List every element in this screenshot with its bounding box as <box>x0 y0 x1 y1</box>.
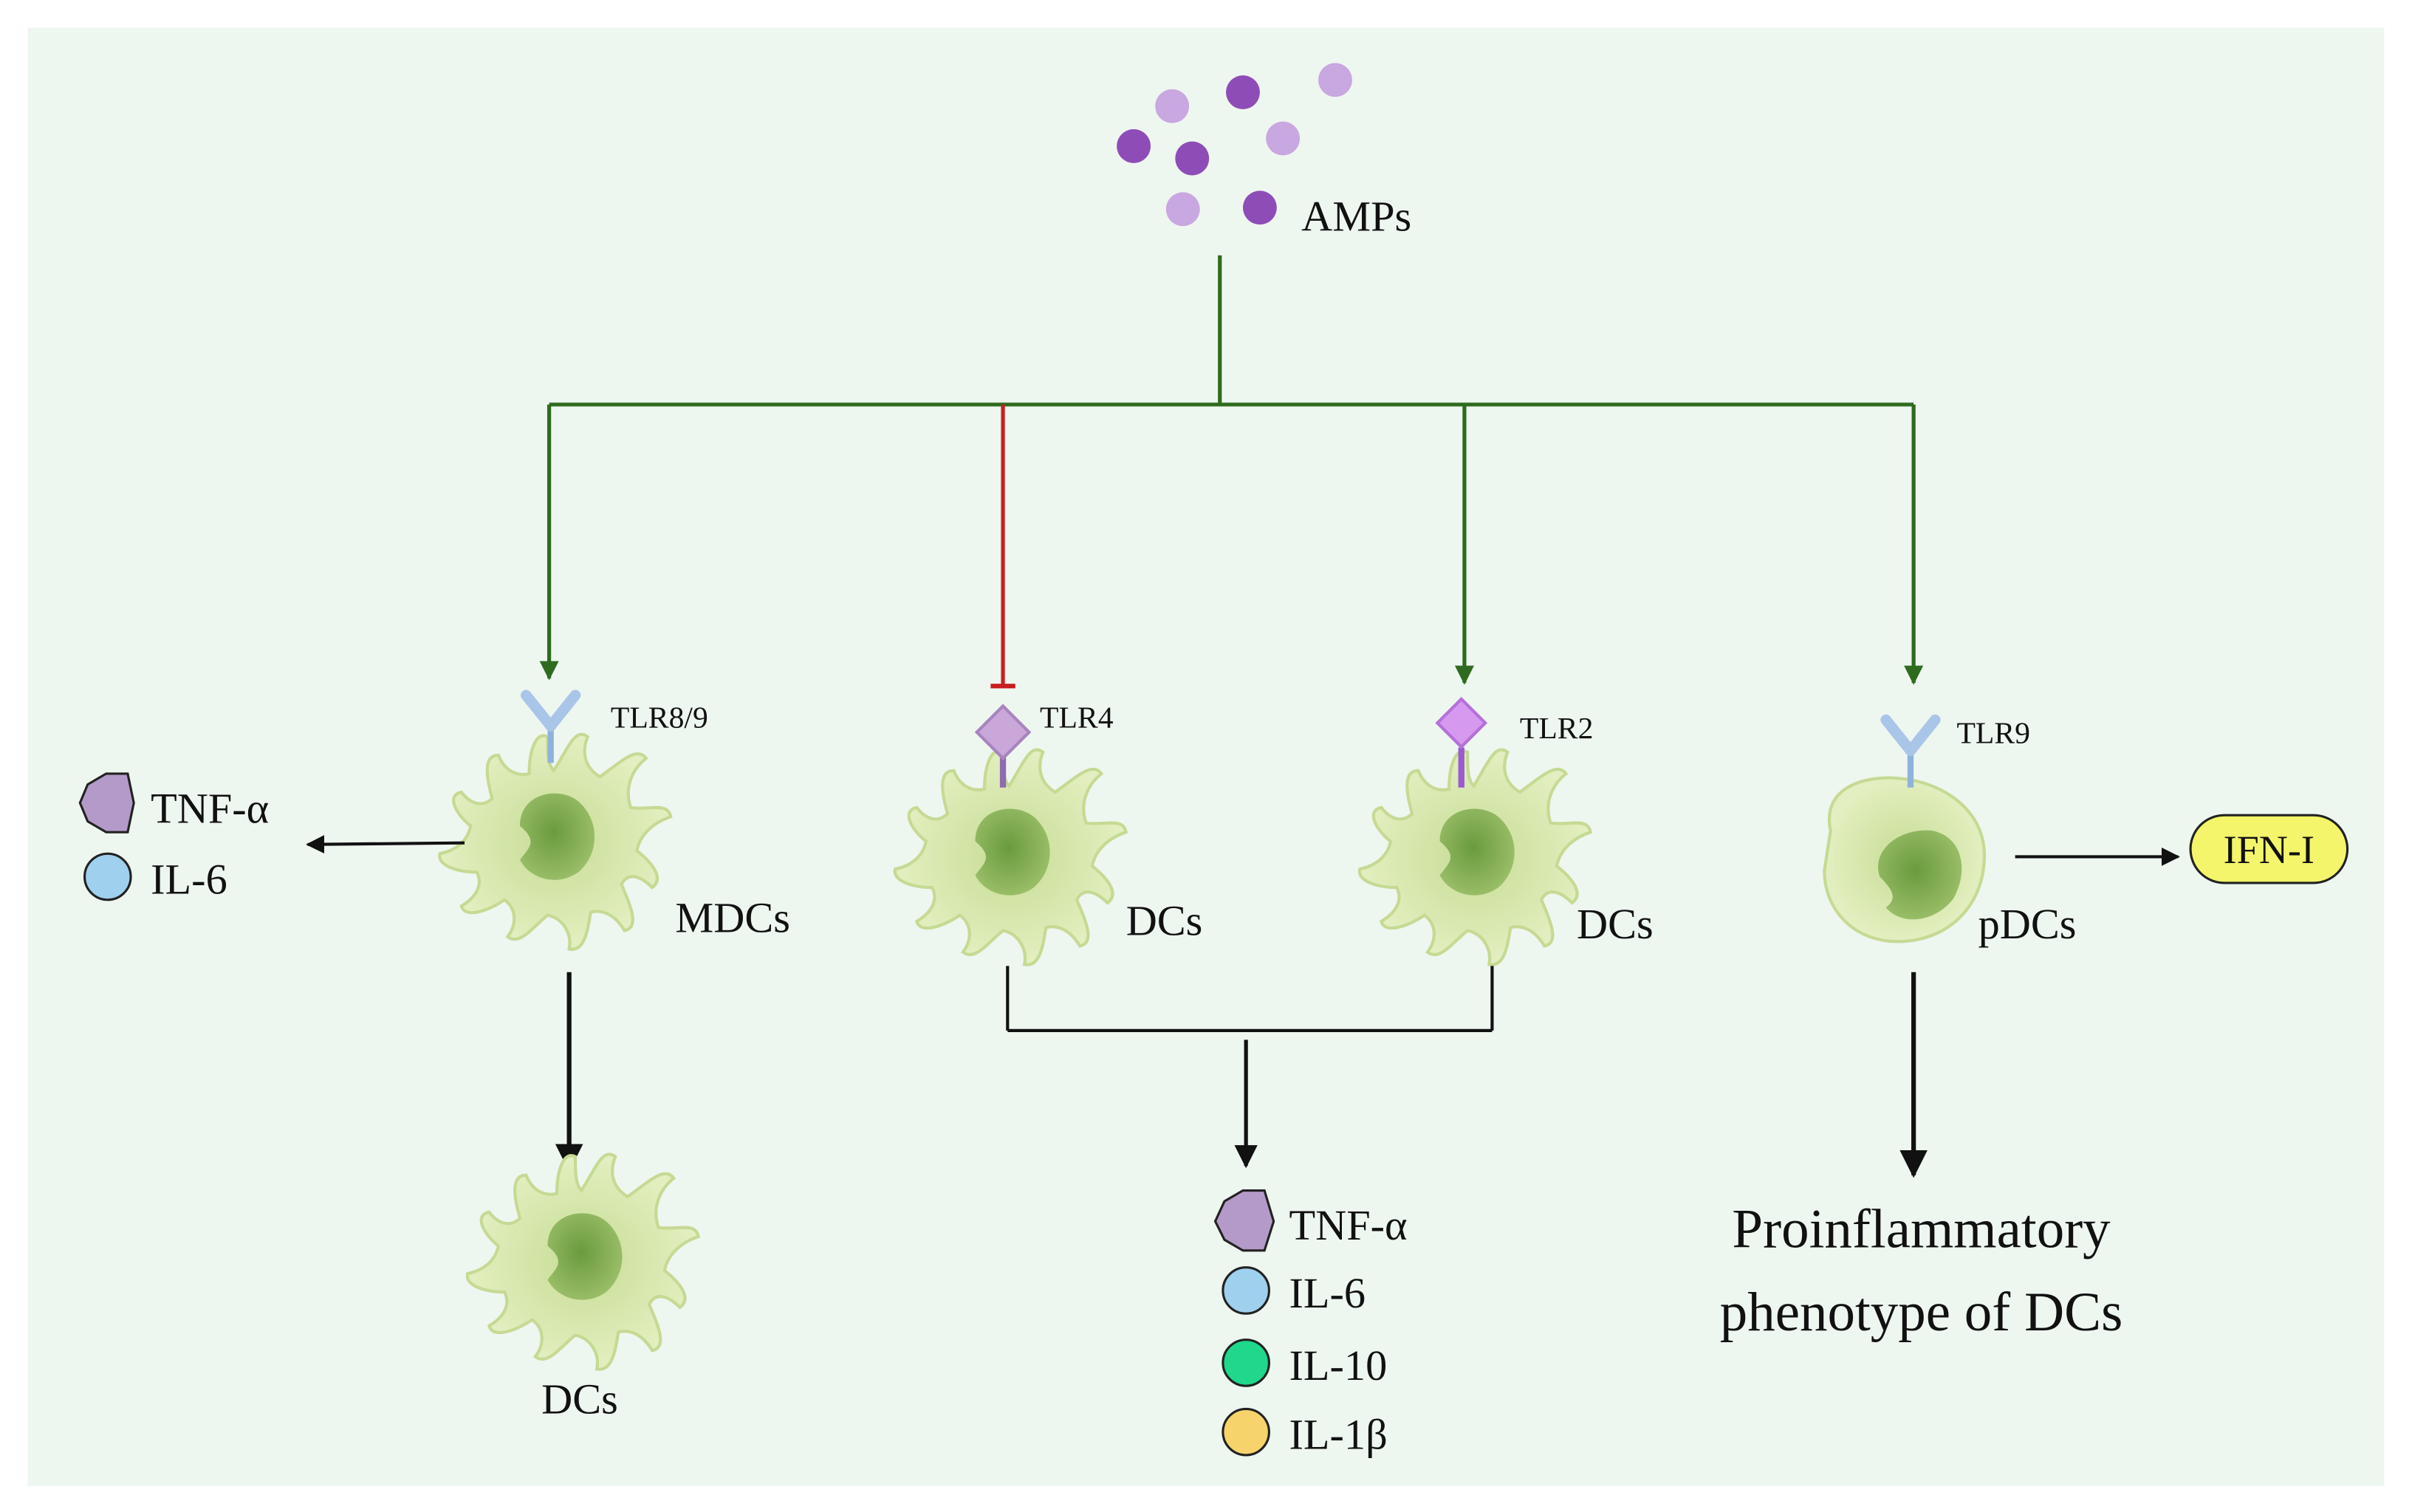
amp-particle-icon <box>1165 192 1200 227</box>
il10-circle-icon <box>1222 1339 1270 1387</box>
tlr89-label: TLR8/9 <box>611 701 708 735</box>
dc-combined-outputs: TNF-α IL-6 IL-10 IL-1β <box>1006 966 1494 1459</box>
diagram-background <box>27 27 2385 1486</box>
tlr4-label: TLR4 <box>1040 701 1114 735</box>
mdcs-tnf-label: TNF-α <box>151 785 269 833</box>
pdcs-nucleus-icon <box>1878 830 1962 920</box>
pdcs-outputs: IFN-I Proinflammatory phenotype of DCs <box>1720 814 2349 1343</box>
amps-label: AMPs <box>1301 193 1411 241</box>
amp-particle-icon <box>1117 129 1151 163</box>
tnf-hexagon-icon <box>1213 1189 1275 1252</box>
mdcs-group: TLR8/9 MDCs <box>439 695 790 949</box>
ifn-label: IFN-I <box>2224 828 2315 872</box>
dc-left-label: DCs <box>1126 897 1203 945</box>
pdcs-label: pDCs <box>1978 900 2077 948</box>
tlr9-label: TLR9 <box>1956 716 2030 750</box>
amp-particle-icon <box>1242 190 1277 225</box>
dc-left-group: TLR4 DCs <box>895 701 1203 964</box>
il6-circle-icon <box>83 852 132 901</box>
il1b-circle-icon <box>1222 1407 1270 1457</box>
amp-particle-icon <box>1266 121 1301 156</box>
tlr2-receptor-icon <box>1435 696 1488 749</box>
branch-connectors <box>539 255 1924 689</box>
dc-right-label: DCs <box>1577 900 1654 948</box>
amp-particle-icon <box>1318 63 1352 97</box>
tlr4-receptor-icon <box>974 704 1032 761</box>
dc-tnf-label: TNF-α <box>1289 1201 1407 1249</box>
mdcs-differentiation: DCs <box>467 972 699 1423</box>
amp-particle-icon <box>1226 75 1260 109</box>
mdcs-il6-label: IL-6 <box>151 855 227 903</box>
ifn-pill <box>2189 814 2349 884</box>
dc-il10-label: IL-10 <box>1289 1341 1387 1389</box>
dc-il6-label: IL-6 <box>1289 1269 1366 1317</box>
amp-particles <box>1117 63 1352 227</box>
derived-dcs-label: DCs <box>541 1375 618 1423</box>
tlr2-label: TLR2 <box>1520 712 1594 746</box>
dc-right-group: TLR2 DCs <box>1360 696 1654 965</box>
tnf-hexagon-icon <box>78 772 135 834</box>
il6-circle-icon <box>1222 1266 1270 1315</box>
amp-particle-icon <box>1155 89 1190 123</box>
dc-il1b-label: IL-1β <box>1289 1411 1387 1459</box>
mdcs-label: MDCs <box>675 894 790 942</box>
mdcs-outputs: TNF-α IL-6 <box>78 772 465 903</box>
phenotype-line1: Proinflammatory <box>1732 1199 2111 1260</box>
amp-particle-icon <box>1175 141 1210 176</box>
arrow-mdcs-to-cytokines <box>306 835 465 854</box>
phenotype-line2: phenotype of DCs <box>1720 1282 2123 1343</box>
pdcs-group: TLR9 pDCs <box>1823 716 2077 948</box>
